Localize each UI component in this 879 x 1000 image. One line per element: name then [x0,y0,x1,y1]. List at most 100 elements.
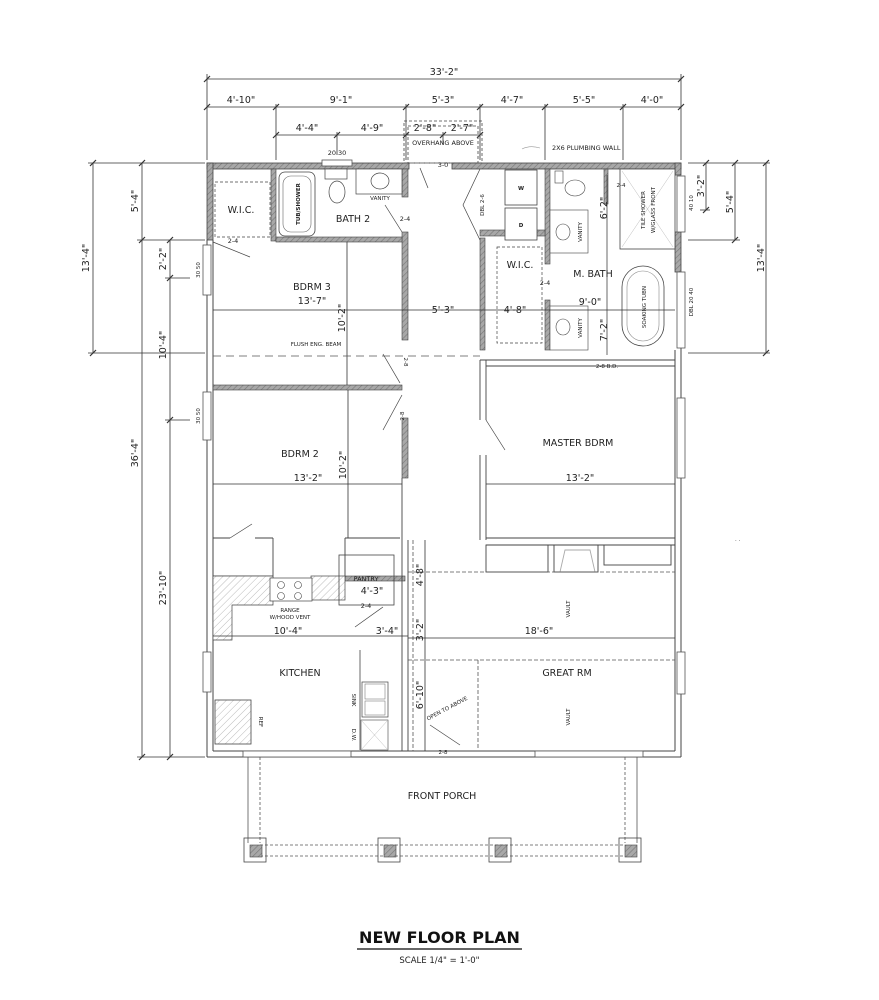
svg-text:D: D [519,223,524,229]
tile-shower-label-2: W/GLASS FRONT [651,186,657,233]
bdrm2-width-dim: 13'-2" [294,473,323,484]
dim-right-upper: 5'-4" [725,191,736,214]
range [269,577,313,602]
front-porch [243,757,642,863]
dim-top-5: 5'-5" [573,95,596,106]
sink [361,681,389,718]
ref-label: REF [257,717,263,727]
tub-shower [278,171,316,237]
mbath-window-lower: DBL 20 40 [689,287,695,316]
dim-top-4: 4'-7" [501,95,524,106]
drawing-title: NEW FLOOR PLAN [0,928,879,950]
master-bdrm-label: MASTER BDRM [543,438,614,449]
flush-beam-label: FLUSH ENG. BEAM [291,342,342,348]
mbath-toilet [564,179,586,197]
master-closets [485,544,672,573]
dim-right-outer: 13'-4" [756,244,767,273]
mbath-bd-label: 2-8 B.D. [596,364,618,370]
bdrm3-window-label: 30 50 [196,262,202,278]
dim-sub-3: 2'-8" [414,123,437,134]
front-porch-label: FRONT PORCH [408,791,477,802]
soaking-tub [621,265,665,347]
bdrm3-label: BDRM 3 [293,282,331,293]
svg-text:W: W [518,186,524,192]
svg-text:2-4: 2-4 [361,602,372,610]
wic-left-shelf [214,181,271,238]
bdrm2-window-label: 30 50 [196,408,202,424]
bath2-door-label: 2-4 [400,215,411,223]
open-to-above-label: OPEN TO ABOVE [426,696,469,723]
pantry-shelf [338,554,395,606]
vault-upper-label: VAULT [566,600,572,618]
kitchen-width-dim: 10'-4" [274,626,303,637]
vault-lower-label: VAULT [566,708,572,726]
dim-right-window-offset: 3'-2" [696,175,707,198]
overhang-label: OVERHANG ABOVE [412,139,474,147]
svg-text:VANITY: VANITY [578,222,584,242]
toilet-tank [324,168,348,180]
svg-text:2-8: 2-8 [439,750,448,756]
svg-text:· ·: · · [735,538,740,544]
mbath-dim-upper: 6'-2" [599,197,610,220]
dim-top-2: 9'-1" [330,95,353,106]
dim-sub-2: 4'-9" [361,123,384,134]
svg-text:VANITY: VANITY [578,318,584,338]
mbath-label: M. BATH [573,269,612,280]
mbath-window-upper: 40 10 [689,195,695,211]
wic-master-width-dim: 4'-8" [504,305,527,316]
plumbing-wall-note: 2X6 PLUMBING WALL [552,144,621,152]
dim-left-upper: 5'-4" [130,190,141,213]
kitchen-label: KITCHEN [279,668,320,679]
dim-sub-4: 2'-7" [451,123,474,134]
pantry-label: PANTRY [354,575,379,583]
entry-door-label: 3-0 [438,161,449,169]
svg-text:2-8: 2-8 [400,411,406,420]
dim-top-6: 4'-0" [641,95,664,106]
sink-label: SINK [350,694,356,707]
great-rm-dim-1: 4'-8" [415,564,426,587]
dryer [504,207,538,241]
drawing-title-text: NEW FLOOR PLAN [357,928,522,950]
kitchen-aisle-dim: 3'-4" [376,626,399,637]
dim-left-lower: 23'-10" [158,571,169,606]
bath2-label: BATH 2 [336,214,370,225]
right-dimensions [688,159,770,357]
dim-top-1: 4'-10" [227,95,256,106]
tile-shower-label-1: TILE SHOWER [641,191,647,230]
svg-text:2-8: 2-8 [402,358,408,367]
plain-interior-walls [213,359,675,751]
range-note: W/HOOD VENT [270,615,311,621]
bdrm3-width-dim: 13'-7" [298,296,327,307]
soaking-tub-label: SOAKING TUBN [642,286,648,328]
svg-text:2-4: 2-4 [617,183,626,189]
mbath-dim-lower: 7'-2" [599,319,610,342]
outline-walls [206,240,682,758]
tub-shower-label: TUB/SHOWER [296,182,302,224]
pantry-width-dim: 4'-3" [361,586,384,597]
master-bdrm-width-dim: 13'-2" [566,473,595,484]
top-dimensions [203,74,685,160]
toilet-bowl [328,180,346,204]
dim-left-window-offset: 2'-2" [158,248,169,271]
wic-master-shelf [496,246,543,344]
range-label: RANGE [280,608,300,614]
great-rm-dim-2: 3'-2" [415,619,426,642]
bdrm2-depth-dim: 10'-2" [338,451,349,480]
great-rm-dim-3: 6'-10" [415,681,426,710]
dim-left-total: 36'-4" [130,439,141,468]
bath2-vanity-label: VANITY [370,196,390,202]
dw-label: D.W. [350,729,356,742]
interior-walls [212,168,609,582]
bdrm3-depth-dim: 10'-2" [337,304,348,333]
hall-width-dim: 5'-3" [432,305,455,316]
washer [504,169,538,206]
wic-left-door-label: 2-4 [228,237,239,245]
dim-sub-1: 4'-4" [296,123,319,134]
svg-text:2-4: 2-4 [540,279,551,287]
drawing-scale: SCALE 1/4" = 1'-0" [399,956,480,966]
bath2-window-label: 20 30 [328,149,347,157]
laundry-door-label: DBL 2-6 [480,194,486,216]
left-dimensions [88,159,205,761]
kitchen-counter [212,575,274,641]
